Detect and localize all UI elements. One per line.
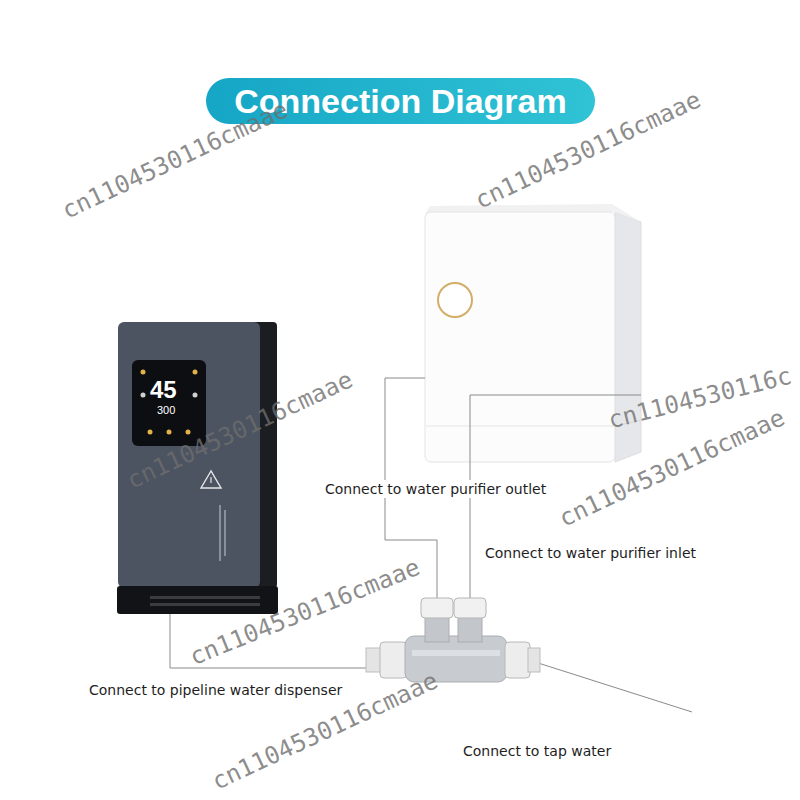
screen-icon — [193, 393, 198, 398]
dispenser-tray — [117, 586, 278, 614]
screen-icon — [193, 370, 198, 375]
dispenser-screen — [132, 360, 206, 446]
tube-stub — [528, 648, 540, 672]
connection-label: Connect to pipeline water dispenser — [86, 681, 345, 699]
fitting-shine — [412, 650, 500, 656]
screen-icon — [148, 430, 153, 435]
warning-triangle — [201, 471, 221, 488]
connection-label: Connect to tap water — [460, 742, 614, 760]
tray-slot — [150, 603, 260, 606]
port-cap — [454, 598, 486, 618]
warning-mark — [210, 477, 211, 483]
purifier-ring — [438, 283, 472, 317]
connection-label: Connect to water purifier outlet — [322, 480, 549, 498]
screen-reading: 45 — [150, 376, 177, 404]
screen-volume: 300 — [157, 404, 175, 416]
body-print — [219, 505, 221, 561]
screen-icon — [141, 393, 146, 398]
screen-icon — [167, 430, 172, 435]
screen-icon — [186, 430, 191, 435]
fitting-collar — [505, 642, 530, 678]
port-cap — [421, 598, 453, 618]
body-print — [224, 510, 226, 556]
leader-line — [535, 662, 692, 712]
connection-label: Connect to water purifier inlet — [482, 544, 699, 562]
tee-fitting — [366, 598, 540, 682]
screen-icon — [141, 370, 146, 375]
fitting-collar — [380, 642, 407, 678]
purifier-seam — [426, 426, 614, 427]
purifier-front — [425, 212, 615, 462]
tray-slot — [150, 596, 260, 599]
watermark: cn1104530116cmaae — [58, 95, 292, 224]
